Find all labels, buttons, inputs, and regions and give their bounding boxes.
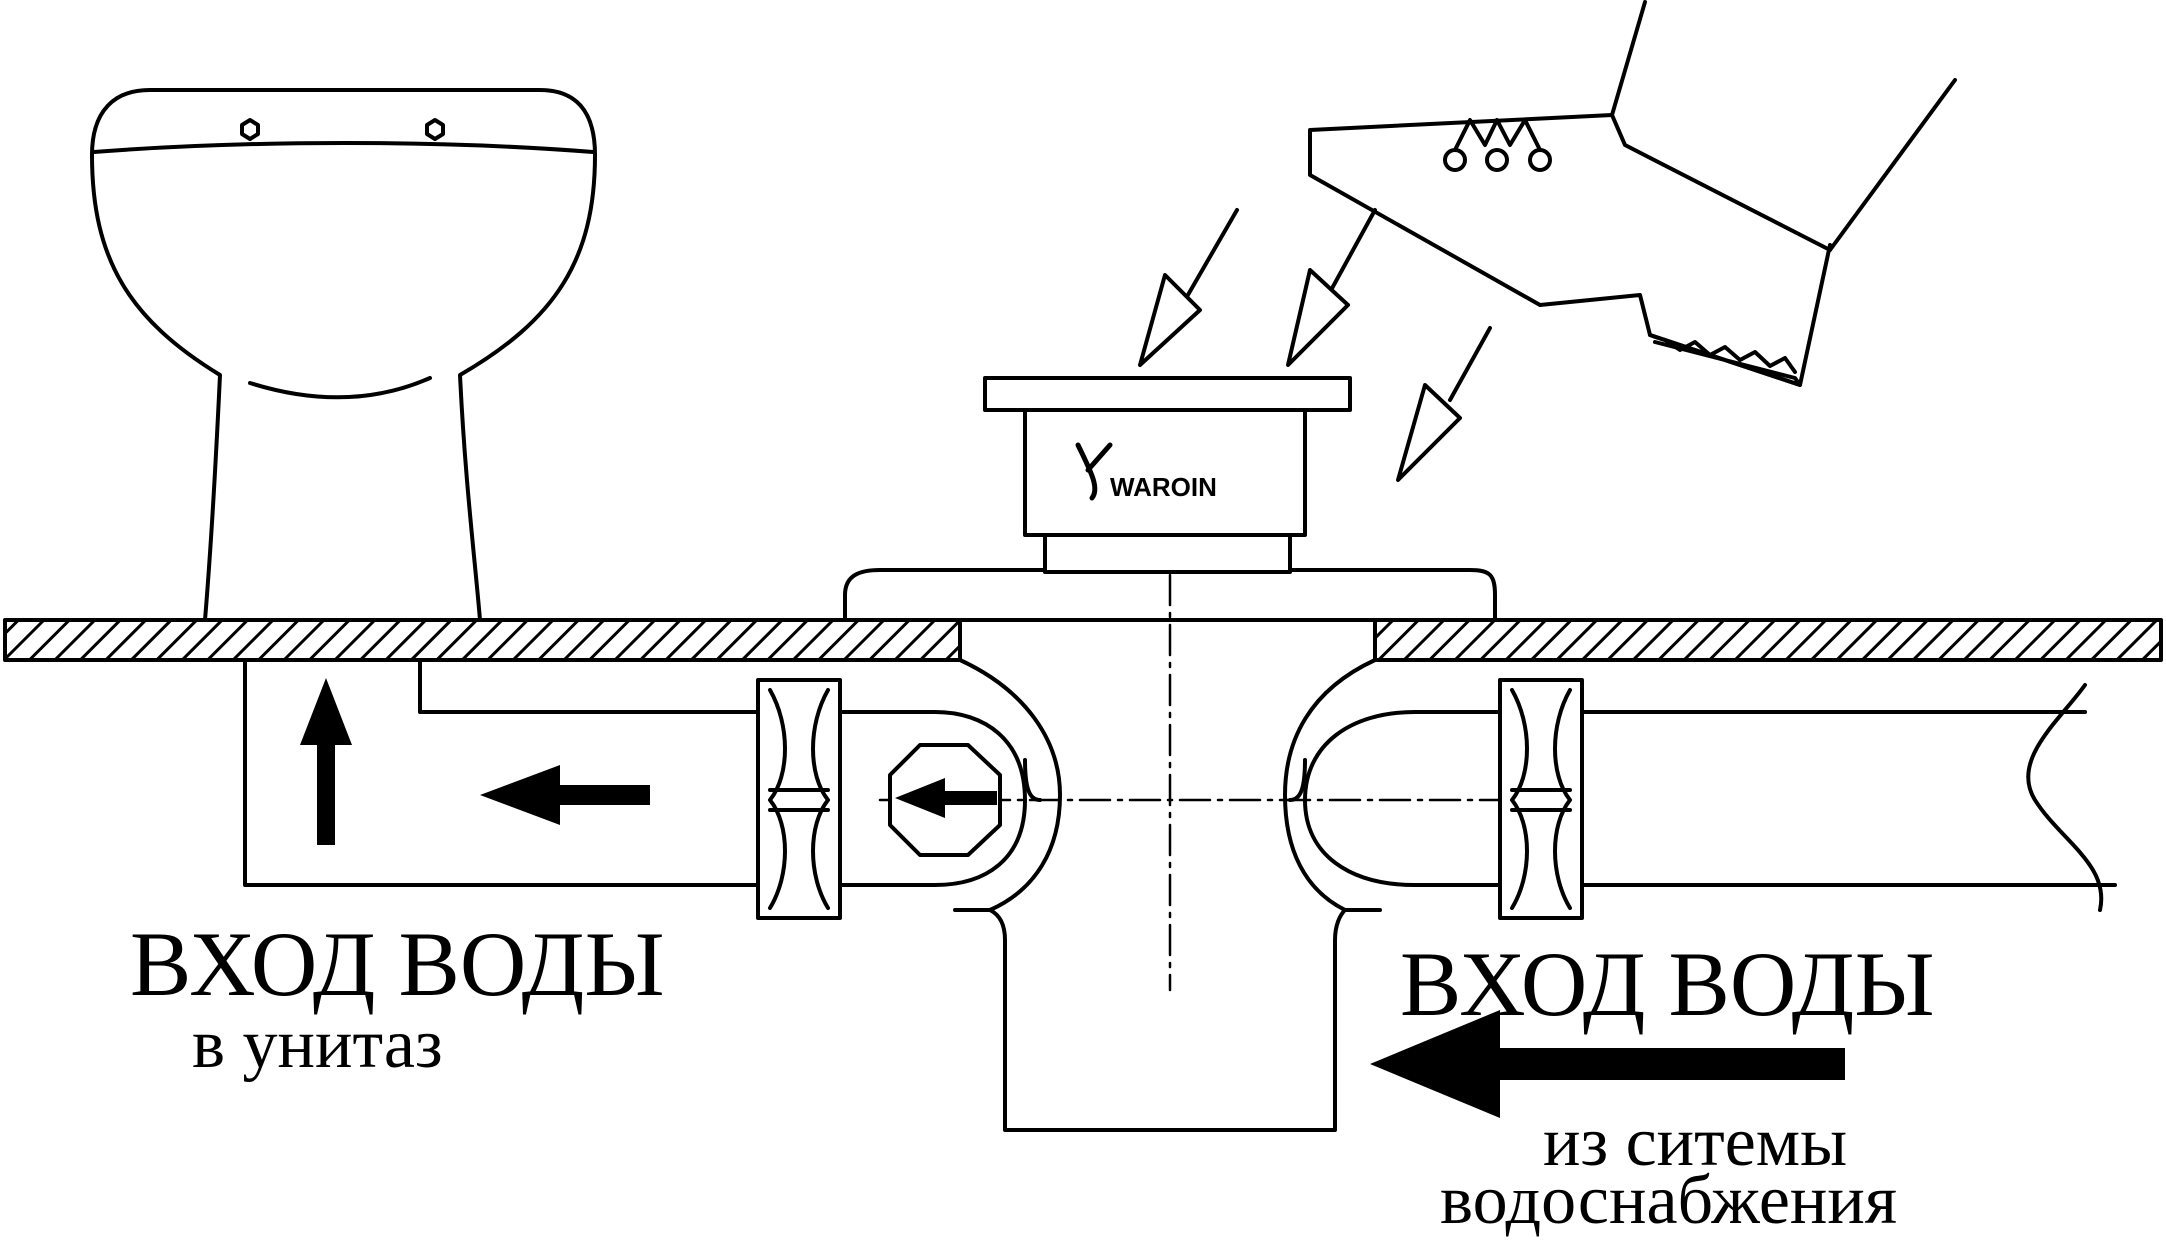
supply-pipe: [1303, 683, 2117, 912]
press-arrow-3: [1448, 326, 1492, 402]
floor-slab-left: [3, 618, 962, 662]
press-arrow-2: [1328, 208, 1377, 294]
svg-text:WAROIN: WAROIN: [1110, 472, 1217, 502]
flow-arrow-left-icon: [480, 765, 650, 825]
press-arrow-3-head: [1396, 383, 1462, 482]
pedal-button: [843, 376, 1497, 622]
press-arrow-1-head: [1138, 273, 1202, 367]
toilet-icon: [90, 88, 597, 622]
press-arrow-2-head: [1286, 268, 1350, 367]
supply-inlet-subtitle-line1: из ситемы: [1543, 1104, 1848, 1181]
valve-flow-arrow-icon: [895, 778, 997, 818]
left-union-nut: [756, 678, 842, 920]
supply-flow-arrow-icon: [1370, 1010, 1845, 1118]
outlet-pipe-to-toilet: [243, 658, 1027, 887]
right-union-nut: [1498, 678, 1584, 920]
brand-logo: WAROIN: [1075, 442, 1217, 502]
inlet-to-toilet-title: ВХОД ВОДЫ: [130, 913, 665, 1015]
valve-body: [953, 658, 1382, 1132]
flow-arrow-up-icon: [300, 678, 352, 845]
supply-inlet-title: ВХОД ВОДЫ: [1400, 933, 1935, 1035]
press-arrow-1: [1183, 208, 1239, 302]
floor-slab-right: [1373, 618, 2163, 662]
foot-icon: [1308, 0, 1957, 387]
inlet-to-toilet-subtitle: в унитаз: [192, 1006, 443, 1083]
supply-inlet-subtitle-line2: водоснабжения: [1440, 1162, 1898, 1239]
